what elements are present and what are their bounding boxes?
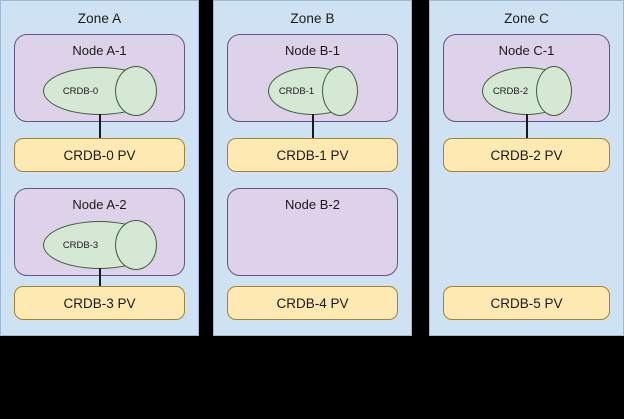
zone-c-title: Zone C [504,11,549,26]
zone-a-title: Zone A [77,11,122,26]
pod-crdb-1-endcap [322,66,358,116]
pod-crdb-2: CRDB-2 [482,66,572,116]
pod-crdb-3-label: CRDB-3 [62,239,99,251]
node-b-1-label: Node B-1 [285,43,340,58]
node-a-1: Node A-1 CRDB-0 [14,34,185,122]
pv-crdb-0: CRDB-0 PV [14,138,185,172]
zone-c-container: Zone C Node C-1 CRDB-2 CRDB-2 PV CRDB-5 … [429,0,624,336]
node-a-2: Node A-2 CRDB-3 [14,188,185,276]
connector-crdb-0-to-pv [99,114,101,140]
pod-crdb-2-endcap [536,66,572,116]
node-a-2-label: Node A-2 [72,197,127,212]
pv-crdb-5: CRDB-5 PV [443,286,610,320]
pod-crdb-3: CRDB-3 [43,220,157,270]
pod-crdb-0-endcap [115,66,157,116]
pod-crdb-0: CRDB-0 [43,66,157,116]
pv-crdb-3: CRDB-3 PV [14,286,185,320]
connector-crdb-1-to-pv [312,114,314,140]
node-a-1-label: Node A-1 [72,43,127,58]
connector-crdb-2-to-pv [526,114,528,140]
connector-crdb-3-to-pv [99,268,101,288]
zone-a-container: Zone A Node A-1 CRDB-0 CRDB-0 PV Node A-… [0,0,199,336]
node-c-1: Node C-1 CRDB-2 [443,34,610,122]
pv-crdb-2: CRDB-2 PV [443,138,610,172]
zone-b-title: Zone B [290,11,335,26]
node-b-1: Node B-1 CRDB-1 [227,34,398,122]
node-c-1-label: Node C-1 [498,43,555,58]
pv-crdb-4: CRDB-4 PV [227,286,398,320]
zone-b-container: Zone B Node B-1 CRDB-1 CRDB-1 PV Node B-… [213,0,412,336]
pod-crdb-1: CRDB-1 [268,66,358,116]
pod-crdb-3-endcap [115,220,157,270]
pv-crdb-1: CRDB-1 PV [227,138,398,172]
pod-crdb-1-label: CRDB-1 [278,85,315,97]
node-b-2-label: Node B-2 [285,197,340,212]
node-b-2: Node B-2 [227,188,398,276]
pod-crdb-0-label: CRDB-0 [62,85,99,97]
pod-crdb-2-label: CRDB-2 [492,85,529,97]
